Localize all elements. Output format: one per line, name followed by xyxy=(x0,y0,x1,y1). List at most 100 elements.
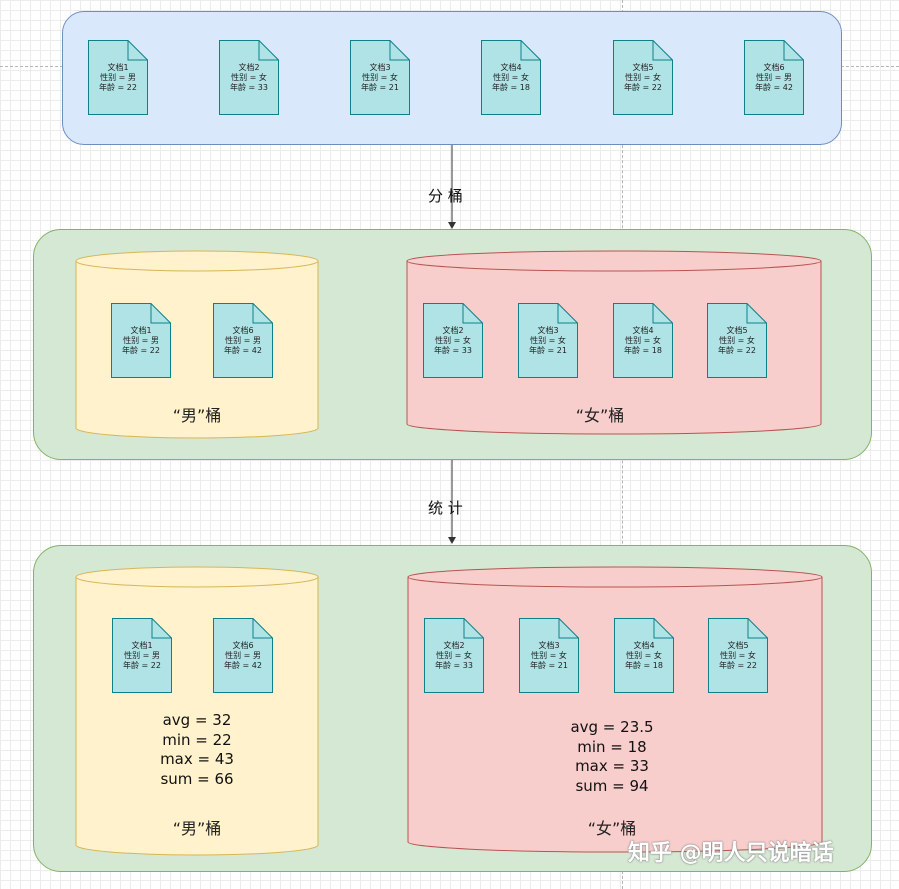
document-age: 年龄 = 18 xyxy=(624,346,662,355)
document-icon xyxy=(708,618,768,693)
document-icon xyxy=(614,618,674,693)
document-title: 文档6 xyxy=(763,63,785,72)
document-title: 文档2 xyxy=(238,63,260,72)
document-gender: 性别 = 女 xyxy=(625,73,661,82)
stat-sum: sum = 66 xyxy=(160,769,234,788)
document-icon xyxy=(219,40,279,115)
document-age: 年龄 = 21 xyxy=(529,346,567,355)
document-age: 年龄 = 22 xyxy=(624,83,662,92)
document-icon xyxy=(744,40,804,115)
document-gender: 性别 = 女 xyxy=(530,336,566,345)
document-title: 文档1 xyxy=(131,641,153,650)
female-bucket-label: “女”桶 xyxy=(587,819,637,838)
document-title: 文档3 xyxy=(369,63,391,72)
document-age: 年龄 = 21 xyxy=(361,83,399,92)
document-icon xyxy=(111,303,171,378)
document-title: 文档5 xyxy=(632,63,654,72)
document-gender: 性别 = 女 xyxy=(231,73,267,82)
document-title: 文档1 xyxy=(107,63,129,72)
document-age: 年龄 = 42 xyxy=(755,83,793,92)
source-documents-panel xyxy=(62,11,842,145)
document-gender: 性别 = 女 xyxy=(362,73,398,82)
arrow-split xyxy=(448,145,456,229)
document-gender: 性别 = 女 xyxy=(493,73,529,82)
document-age: 年龄 = 21 xyxy=(530,661,568,670)
document-icon xyxy=(423,303,483,378)
document-icon xyxy=(519,618,579,693)
document-icon xyxy=(88,40,148,115)
document-age: 年龄 = 33 xyxy=(230,83,268,92)
document-icon xyxy=(424,618,484,693)
stat-max: max = 43 xyxy=(160,750,234,768)
document-gender: 性别 = 男 xyxy=(123,336,159,345)
document-title: 文档5 xyxy=(727,641,749,650)
document-title: 文档4 xyxy=(500,63,522,72)
document-age: 年龄 = 42 xyxy=(224,661,262,670)
document-age: 年龄 = 22 xyxy=(718,346,756,355)
document-gender: 性别 = 女 xyxy=(626,651,662,660)
document-icon xyxy=(213,618,273,693)
document-gender: 性别 = 女 xyxy=(719,336,755,345)
stat-min: min = 18 xyxy=(577,737,647,756)
female-bucket-label: “女”桶 xyxy=(575,406,625,425)
document-age: 年龄 = 22 xyxy=(122,346,160,355)
document-title: 文档6 xyxy=(232,641,254,650)
document-title: 文档3 xyxy=(537,326,559,335)
document-title: 文档6 xyxy=(232,326,254,335)
arrow-split-label: 分 桶 xyxy=(428,187,463,205)
document-age: 年龄 = 22 xyxy=(123,661,161,670)
document-gender: 性别 = 男 xyxy=(124,651,160,660)
document-icon xyxy=(112,618,172,693)
document-icon xyxy=(481,40,541,115)
document-gender: 性别 = 男 xyxy=(225,651,261,660)
document-age: 年龄 = 18 xyxy=(492,83,530,92)
document-title: 文档4 xyxy=(633,641,655,650)
document-icon xyxy=(350,40,410,115)
document-icon xyxy=(613,40,673,115)
document-age: 年龄 = 42 xyxy=(224,346,262,355)
arrow-stats xyxy=(448,460,456,544)
male-bucket-label: “男”桶 xyxy=(172,406,222,425)
document-gender: 性别 = 女 xyxy=(531,651,567,660)
document-gender: 性别 = 女 xyxy=(436,651,472,660)
stat-sum: sum = 94 xyxy=(575,776,649,795)
document-title: 文档2 xyxy=(443,641,465,650)
watermark: 知乎 @明人只说暗话 xyxy=(628,841,834,866)
document-age: 年龄 = 33 xyxy=(435,661,473,670)
stat-avg: avg = 23.5 xyxy=(570,718,654,736)
document-age: 年龄 = 18 xyxy=(625,661,663,670)
document-gender: 性别 = 女 xyxy=(435,336,471,345)
document-gender: 性别 = 男 xyxy=(100,73,136,82)
document-title: 文档4 xyxy=(632,326,654,335)
stat-avg: avg = 32 xyxy=(162,711,232,729)
male-bucket-stats: avg = 32 min = 22 max = 43 sum = 66 xyxy=(117,711,277,789)
document-title: 文档3 xyxy=(538,641,560,650)
document-title: 文档2 xyxy=(442,326,464,335)
document-gender: 性别 = 女 xyxy=(625,336,661,345)
document-age: 年龄 = 22 xyxy=(719,661,757,670)
document-gender: 性别 = 男 xyxy=(756,73,792,82)
female-bucket-stats: avg = 23.5 min = 18 max = 33 sum = 94 xyxy=(532,718,692,796)
arrow-stats-label: 统 计 xyxy=(428,499,463,517)
document-title: 文档5 xyxy=(726,326,748,335)
male-bucket-label: “男”桶 xyxy=(172,819,222,838)
document-gender: 性别 = 女 xyxy=(720,651,756,660)
document-gender: 性别 = 男 xyxy=(225,336,261,345)
document-icon xyxy=(613,303,673,378)
document-icon xyxy=(518,303,578,378)
